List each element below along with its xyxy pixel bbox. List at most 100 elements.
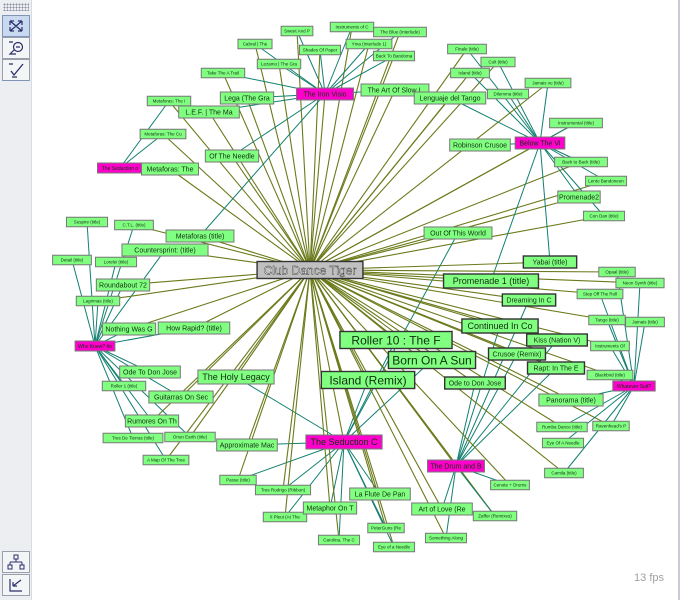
toolbar-grip[interactable] [3,3,29,11]
graph-node[interactable]: Eye of a Needle [372,541,416,553]
graph-node[interactable]: Art of Love (Re [411,502,473,516]
shuffle-layout-button[interactable] [2,15,30,37]
graph-node[interactable]: Lenguaje del Tango [413,91,487,105]
graph-node[interactable]: Promenade2 [557,190,601,204]
graph-node[interactable]: Roundabout 72 [95,278,151,292]
graph-node[interactable]: Ode To Don Jose [119,365,181,379]
graph-node[interactable]: Tres De Tierras (title) [102,432,164,444]
graph-node[interactable]: Metaforas: The [141,162,199,176]
graph-node[interactable]: Promenade 1 (title) [442,273,540,289]
graph-node[interactable]: The Art Of Slow L [360,83,430,97]
graph-node[interactable]: Dreaming In C [501,293,557,307]
graph-node[interactable]: How Rapid? (title) [157,321,231,335]
graph-node[interactable]: Lorelei (title) [94,256,138,268]
graph-node[interactable]: Tres Rodrigo (Ribbon) [254,484,312,496]
search-button[interactable] [2,37,30,59]
tree-layout-button[interactable] [2,551,30,573]
graph-node[interactable]: Blackbird (title) [586,369,634,381]
graph-node[interactable]: Con Dan (title) [582,210,626,222]
graph-node[interactable]: Crusoe (Remix) [487,347,547,361]
hub-node[interactable]: Whatever Suit? [612,380,656,392]
graph-node[interactable]: Lezamo | The Gra [256,58,302,70]
graph-node[interactable]: Il Pleut (At The [262,511,308,523]
node-box [526,361,586,375]
graph-node[interactable]: The Holy Legacy [197,369,275,385]
graph-node[interactable]: Approximate Mac [216,438,278,452]
graph-node[interactable]: Cult (title) [480,56,516,68]
graph-node[interactable]: Of The Needle [204,149,260,163]
graph-node[interactable]: Nothing Was G [101,322,157,336]
hub-node[interactable]: The Seduction C [305,434,383,450]
graph-node[interactable]: Jamais (title) [625,316,665,328]
graph-node[interactable]: Passe (title) [219,474,257,486]
hub-node[interactable]: Who Knew? Its [74,340,116,352]
graph-node[interactable]: Rumba Dance (title) [536,421,588,433]
graph-node[interactable]: Lento Bandoneon [584,175,628,187]
graph-node[interactable]: Lagrimas (title) [75,295,121,307]
graph-node[interactable]: Back to Back (title) [554,156,608,168]
graph-node[interactable]: Suspire (title) [65,216,109,228]
graph-node[interactable]: Finale (title) [447,43,487,55]
graph-node[interactable]: Something Along [424,532,468,544]
graph-node[interactable]: Metaforas: The Cu [139,128,187,140]
graph-edge [199,93,326,237]
graph-node[interactable]: Zaffer (Remixes) [472,510,518,522]
graph-node[interactable]: Countersprint: (title) [121,243,209,257]
graph-node[interactable]: Eye Of A Needle [541,437,585,449]
graph-node[interactable]: Guitarras On Sec [148,390,214,404]
graph-node[interactable]: Island (Remix) [320,370,416,390]
graph-node[interactable]: Camila (title) [544,467,584,479]
graph-node[interactable]: Tango (title) [588,314,626,326]
graph-node[interactable]: Back To Bandoma [372,50,416,62]
graph-node[interactable]: C.T.L. (title) [114,219,154,231]
graph-node[interactable]: PeterGuns (Re [367,522,405,534]
graph-node[interactable]: Take The A Trail [200,67,246,79]
graph-node[interactable]: Metaforas: The I [146,95,192,107]
graph-node[interactable]: Island (title) [450,67,490,79]
graph-node[interactable]: Cenote + Drums [490,479,530,491]
graph-node[interactable]: Roller 1 (title) [101,380,147,392]
graph-node[interactable]: Instruments Of [590,340,630,352]
graph-node[interactable]: La Flute De Pan [349,487,411,501]
graph-node[interactable]: Metaforas (title) [165,229,235,243]
edit-button[interactable] [2,59,30,81]
graph-node[interactable]: Cabral | The [237,38,273,50]
graph-node[interactable]: Roller 10 : The F [339,330,453,350]
graph-node[interactable]: L.E.F. | The Ma [178,105,240,119]
graph-node[interactable]: Jamais vu (title) [524,77,572,89]
graph-node[interactable]: A Map Of The Tree [142,454,190,466]
graph-node[interactable]: Sweet And P [280,25,314,37]
graph-node[interactable]: Out Of This World [423,226,493,240]
graph-node[interactable]: Rapt: In The E [526,361,586,375]
hub-node[interactable]: Below The Vi [514,136,566,150]
hub-node[interactable]: The Seduction o [97,162,143,174]
graph-node[interactable]: Step Off The Roll [576,288,624,300]
center-node[interactable]: Club Dance Tiger [256,260,364,280]
graph-node[interactable]: Continued In Co [461,318,539,334]
graph-node[interactable]: Ode to Don Jose [444,376,507,390]
graph-node[interactable]: Lega (The Gra [219,91,275,105]
graph-node[interactable]: Born On A Sun [387,350,477,370]
graph-node[interactable]: Instruments of C [329,21,375,33]
graph-node[interactable]: Orion Earth (title) [164,431,216,443]
graph-node[interactable]: Rumores On Th [124,414,180,428]
hub-node[interactable]: The Drum and B [427,459,485,473]
graph-node[interactable]: Carolina, The C [317,534,361,546]
graph-node[interactable]: Panorama (title) [538,393,604,407]
graph-node[interactable]: Robinson Crusoe [449,138,511,152]
graph-node[interactable]: Metaphor On T [302,501,358,515]
graph-node[interactable]: Opaal (title) [598,266,636,278]
graph-node[interactable]: Yma (Interlude 1) [345,38,393,50]
graph-node[interactable]: Kiss (Nation V) [526,333,589,347]
hub-node[interactable]: The Iron Visio [296,87,354,101]
graph-node[interactable]: Ravenhead's P [592,420,630,432]
graph-node[interactable]: Dilemma (title) [486,88,530,100]
graph-node[interactable]: Shades Of Paper [298,44,342,56]
graph-node[interactable]: Neon Synth (title) [615,277,665,289]
graph-node[interactable]: The Blue (Interlude) [373,26,427,38]
back-button[interactable] [2,574,30,596]
graph-node[interactable]: Yabai (title) [522,255,578,269]
graph-node[interactable]: Instrumental (title) [549,117,603,129]
graph-node[interactable]: Detail (title) [52,254,92,266]
